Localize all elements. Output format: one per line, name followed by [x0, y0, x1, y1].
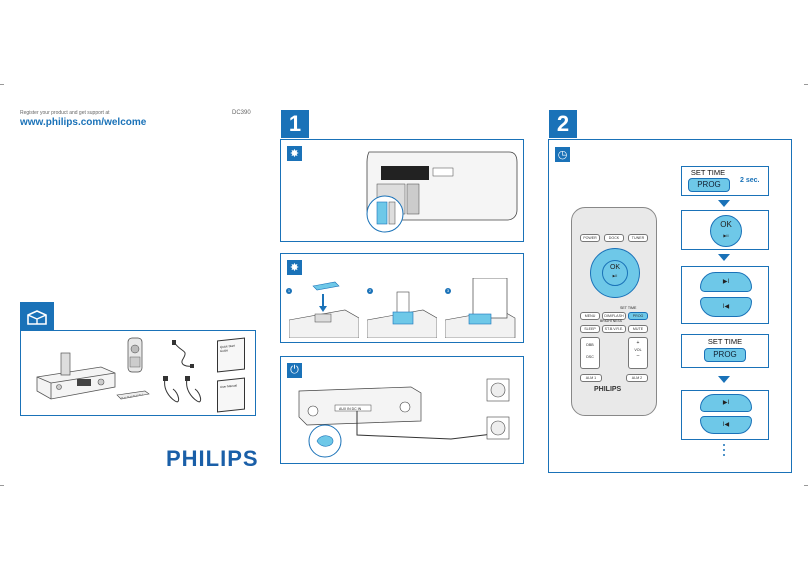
- prev-key[interactable]: I◀: [700, 297, 752, 317]
- continuation-dot: [723, 449, 725, 451]
- prog-key[interactable]: PROG: [704, 348, 746, 362]
- step1-panel-power: ⏻ AUX IN DC IN: [280, 356, 524, 464]
- model-number: DC390: [232, 110, 251, 116]
- fold-mark: [0, 485, 4, 486]
- remote-control: POWER DOCK TUNER OK ▶II SET TIME MENU DI…: [571, 207, 657, 416]
- alarm1-button[interactable]: ALM 1: [580, 374, 602, 382]
- clock-icon: ◷: [555, 147, 570, 162]
- mute-button[interactable]: MUTE: [628, 325, 648, 333]
- fold-mark: [0, 84, 4, 85]
- alarm2-button[interactable]: ALM 2: [626, 374, 648, 382]
- quick-start-guide: Quick Start Guide: [217, 337, 245, 373]
- adapter-seated-illustration: [367, 291, 437, 338]
- step-marker: 2: [367, 288, 373, 294]
- power-cable-illustration: [163, 376, 202, 403]
- set-time-text: SET TIME: [707, 337, 743, 346]
- volume-rocker[interactable]: + VOL –: [628, 337, 648, 369]
- brightness-label: BRIGHTNESS: [600, 319, 623, 323]
- fold-mark: [804, 485, 808, 486]
- fold-mark: [804, 84, 808, 85]
- step-number-2: 2: [549, 110, 577, 138]
- step1-panel-dock-adapter: ✸ 1 2 3: [280, 253, 524, 343]
- dim-flash-button[interactable]: DIM/FLASH: [602, 312, 626, 320]
- sun-icon: ✸: [287, 260, 302, 275]
- dbb-dsc-rocker[interactable]: DBB DSC: [580, 337, 600, 369]
- step-marker: 1: [286, 288, 292, 294]
- next-key[interactable]: ▶I: [700, 394, 752, 412]
- hold-duration: 2 sec.: [740, 177, 760, 184]
- arrow-down-icon: [718, 376, 730, 383]
- power-connection-illustration: AUX IN DC IN: [298, 378, 510, 458]
- prev-key[interactable]: I◀: [700, 416, 752, 434]
- set-time-text: SET TIME: [690, 168, 726, 177]
- ok-panel: OK ▶II: [681, 210, 769, 250]
- tuner-button[interactable]: TUNER: [628, 234, 648, 242]
- box-contents-panel: Quick Start Guide User Manual: [20, 330, 256, 416]
- remote-brand: PHILIPS: [594, 386, 622, 393]
- step2-panel-set-clock: ◷ POWER DOCK TUNER OK ▶II SET TIME MENU …: [548, 139, 792, 473]
- arrow-down-icon: [718, 200, 730, 207]
- remote-control-illustration: [127, 337, 143, 373]
- prog-key[interactable]: PROG: [688, 178, 730, 192]
- adjust-hour-panel: ▶I I◀: [681, 266, 769, 324]
- arrow-down-icon: [718, 254, 730, 261]
- power-button[interactable]: POWER: [580, 234, 600, 242]
- unbox-icon: [20, 302, 54, 332]
- next-key[interactable]: ▶I: [700, 272, 752, 292]
- continuation-dot: [723, 454, 725, 456]
- adapter-insert-illustration: [289, 281, 359, 338]
- set-time-panel: SET TIME PROG 2 sec.: [681, 166, 769, 196]
- sun-icon: ✸: [287, 146, 302, 161]
- audio-cable-illustration: [172, 340, 194, 368]
- user-manual: User Manual: [217, 377, 245, 413]
- dock-button[interactable]: DOCK: [604, 234, 624, 242]
- step1-panel-battery: ✸: [280, 139, 524, 242]
- menu-button[interactable]: MENU: [580, 312, 600, 320]
- power-plug-icon: ⏻: [287, 363, 302, 378]
- continuation-dot: [723, 444, 725, 446]
- adjust-minute-panel: ▶I I◀: [681, 390, 769, 440]
- ok-key[interactable]: OK ▶II: [710, 215, 742, 247]
- support-url[interactable]: www.philips.com/welcome: [20, 117, 147, 128]
- register-text: Register your product and get support at: [20, 110, 110, 116]
- stbvre-button[interactable]: ST.B.V.R.E.: [602, 325, 626, 333]
- step-marker: 3: [445, 288, 451, 294]
- prog-button[interactable]: PROG: [628, 312, 648, 320]
- philips-logo: PHILIPS: [166, 446, 259, 471]
- set-time-panel: SET TIME PROG: [681, 334, 769, 368]
- ok-button[interactable]: OK ▶II: [602, 260, 628, 286]
- svg-text:AUX IN DC IN: AUX IN DC IN: [339, 407, 362, 411]
- dock-adapter-illustration: [116, 390, 150, 400]
- device-docked-illustration: [445, 278, 516, 338]
- step-number-1: 1: [281, 110, 309, 138]
- dock-speaker-illustration: [36, 352, 116, 400]
- device-underside-illustration: [366, 151, 518, 233]
- sleep-button[interactable]: SLEEP: [580, 325, 600, 333]
- set-time-label: SET TIME: [620, 306, 637, 310]
